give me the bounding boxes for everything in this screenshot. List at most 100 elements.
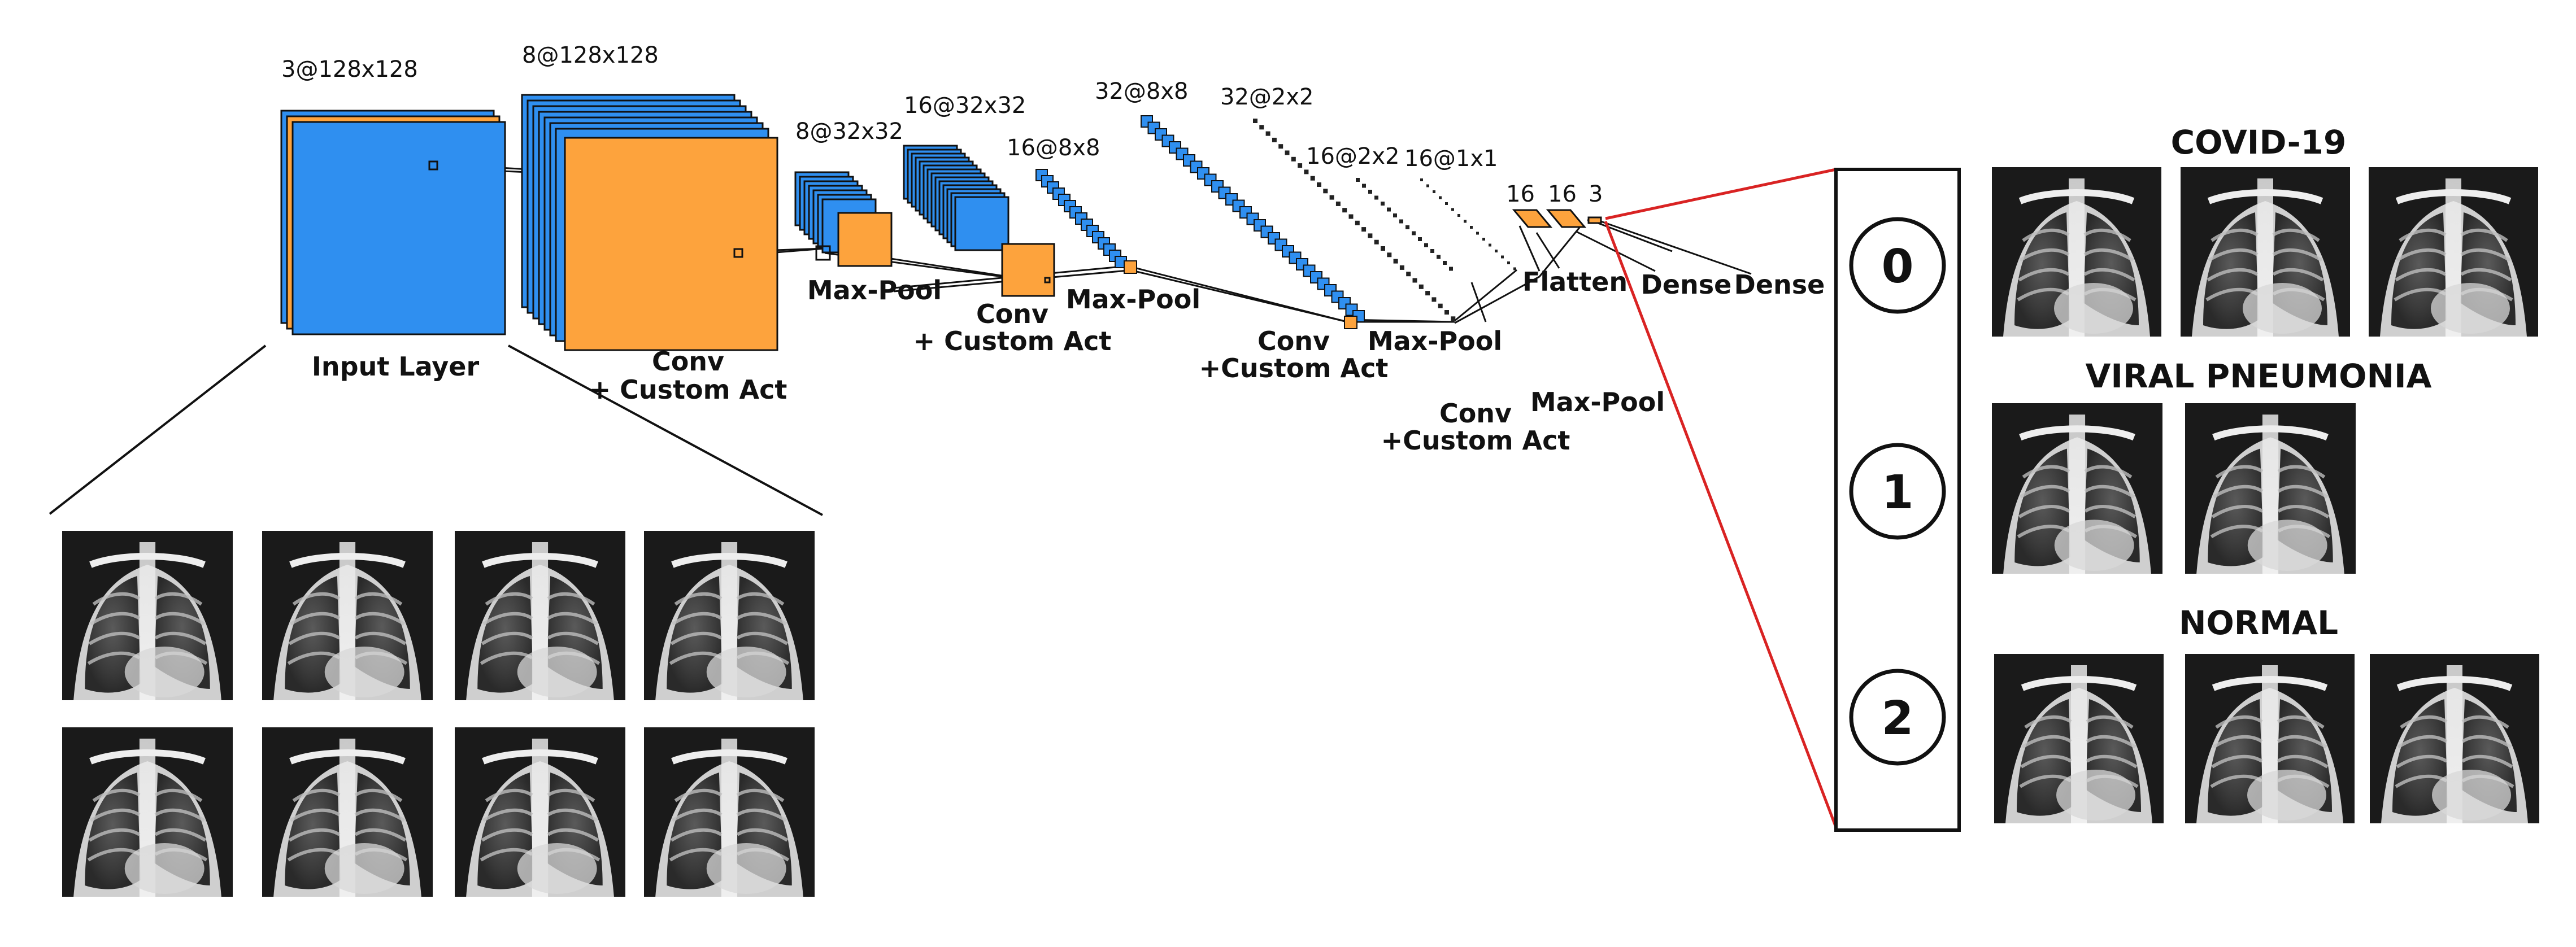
label-conv-b: Conv <box>976 299 1048 329</box>
covid-xray-image <box>2181 167 2350 337</box>
feature-map-active <box>1001 243 1055 297</box>
covid-xray-image <box>2369 167 2538 337</box>
feature-map <box>1291 156 1296 162</box>
feature-map <box>1259 125 1264 130</box>
dim-dense1: 16 <box>1548 181 1577 207</box>
covid-image-row <box>1992 167 2538 337</box>
receptive-field <box>1044 277 1051 283</box>
feature-map <box>954 196 1009 251</box>
viral-xray-image <box>2185 403 2356 574</box>
feature-map <box>1507 261 1510 264</box>
output-node-1: 1 <box>1881 466 1913 520</box>
feature-map <box>1342 208 1347 213</box>
feature-map <box>1285 150 1290 155</box>
feature-map <box>1361 227 1367 232</box>
feature-map <box>1381 246 1385 251</box>
feature-map <box>1399 219 1403 224</box>
feature-map <box>1489 243 1491 247</box>
feature-map <box>1374 239 1379 245</box>
feature-map <box>1406 272 1411 277</box>
label-dense-1: Dense <box>1641 269 1732 300</box>
viral-xray-image <box>1992 403 2162 574</box>
feature-map <box>1265 131 1270 136</box>
dim-conv3: 32@8x8 <box>1095 78 1188 104</box>
feature-map <box>1393 259 1398 264</box>
output-layer-box <box>1834 168 1961 832</box>
label-maxpool-3: Max-Pool <box>1368 326 1502 356</box>
input-layer-block <box>280 110 506 335</box>
output-node-2: 2 <box>1881 692 1913 745</box>
label-conv-c: Conv <box>1257 326 1330 356</box>
feature-map <box>1451 316 1456 321</box>
covid-xray-image <box>1992 167 2161 337</box>
dim-input: 3@128x128 <box>281 56 418 82</box>
feature-map <box>1406 225 1409 229</box>
output-node-0: 0 <box>1881 240 1913 294</box>
feature-map <box>1387 252 1392 258</box>
feature-map <box>1399 265 1404 270</box>
pool3-block <box>1253 119 1456 321</box>
conv2-block <box>903 145 1055 297</box>
conv1-block <box>521 94 778 351</box>
input-xray-image <box>644 727 815 897</box>
dim-pool4: 16@1x1 <box>1404 146 1498 172</box>
feature-map <box>1430 249 1434 253</box>
feature-map <box>1449 267 1453 271</box>
feature-map <box>1272 137 1277 142</box>
feature-map <box>1387 207 1391 212</box>
feature-map <box>1420 178 1423 181</box>
dim-conv2: 16@32x32 <box>904 93 1026 119</box>
normal-image-row <box>1994 654 2539 823</box>
label-input-layer: Input Layer <box>312 351 480 382</box>
input-xray-image <box>455 531 625 700</box>
output-red-lines <box>1604 168 1838 828</box>
feature-map-active <box>1124 260 1137 274</box>
feature-map <box>1476 232 1479 235</box>
feature-map <box>1362 184 1366 188</box>
feature-map <box>1451 208 1454 211</box>
feature-map <box>1329 195 1334 200</box>
conv4-block <box>1356 178 1453 271</box>
dim-pool3: 32@2x2 <box>1220 84 1313 110</box>
feature-map <box>1348 214 1354 219</box>
feature-map <box>1437 255 1441 259</box>
viral-image-row <box>1992 403 2356 574</box>
input-xray-image <box>62 727 233 897</box>
feature-map <box>1304 169 1309 174</box>
pool2-block <box>1035 169 1137 274</box>
label-flatten: Flatten <box>1522 267 1628 297</box>
feature-map <box>1425 291 1430 296</box>
input-xray-image <box>262 727 433 897</box>
feature-map <box>1444 310 1449 315</box>
pool1-block <box>794 171 893 267</box>
feature-map <box>1418 237 1422 241</box>
normal-xray-image <box>2185 654 2355 823</box>
feature-map <box>1418 284 1424 289</box>
feature-map <box>1431 297 1437 302</box>
feature-map <box>1501 255 1504 259</box>
feature-map <box>1356 178 1360 182</box>
label-custom-act-b: + Custom Act <box>913 326 1112 356</box>
input-xray-image <box>62 531 233 700</box>
dim-conv4: 16@2x2 <box>1306 143 1399 169</box>
feature-map <box>1412 278 1417 283</box>
feature-map <box>1278 144 1283 149</box>
feature-map <box>1317 182 1321 187</box>
label-custom-act-d: +Custom Act <box>1381 425 1570 456</box>
label-maxpool-1: Max-Pool <box>807 275 942 306</box>
feature-map <box>1368 190 1372 194</box>
feature-map <box>1438 303 1443 308</box>
label-custom-act-c: +Custom Act <box>1199 353 1389 383</box>
class-viral-title: VIRAL PNEUMONIA <box>2086 357 2432 395</box>
input-xray-image <box>455 727 625 897</box>
input-xray-image <box>262 531 433 700</box>
class-covid-title: COVID-19 <box>2171 123 2347 162</box>
feature-map <box>1355 220 1360 225</box>
normal-xray-image <box>1994 654 2164 823</box>
feature-map <box>1445 202 1448 205</box>
flatten-dense-blocks <box>1512 209 1602 228</box>
label-conv-d: Conv <box>1439 398 1512 429</box>
feature-map <box>1482 238 1485 241</box>
feature-map <box>1335 201 1341 206</box>
